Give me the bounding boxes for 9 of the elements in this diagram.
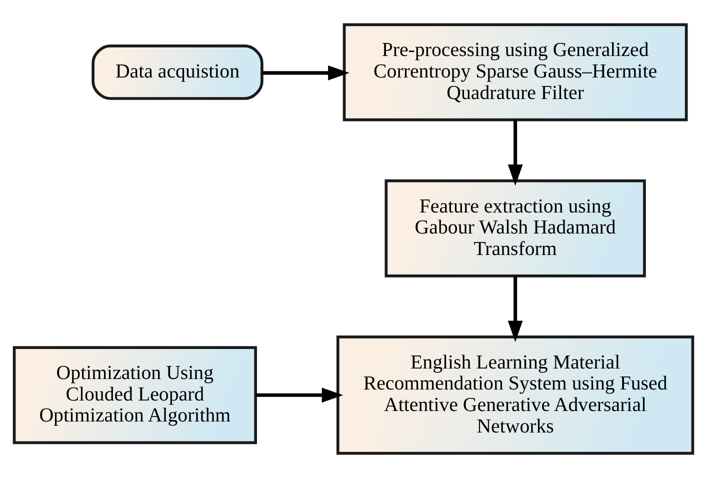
- arrow: [508, 119, 523, 186]
- arrow: [508, 276, 523, 342]
- node-box: Feature extraction using Gabour Walsh Hadamard Transform: [384, 178, 646, 277]
- arrow: [256, 387, 344, 402]
- node-box: Data acquistion: [92, 44, 264, 100]
- arrow: [262, 64, 350, 80]
- node-box: Optimization Using Clouded Leopard Optimization Algorithm: [12, 346, 257, 444]
- node-box: Pre-processing using Generalized Correntropy Sparse Gauss–Hermite Quadrature Filter: [342, 22, 688, 121]
- node-box: English Learning Material Recommendation System using Fused Attentive Generative Adversarial Networks: [336, 335, 694, 454]
